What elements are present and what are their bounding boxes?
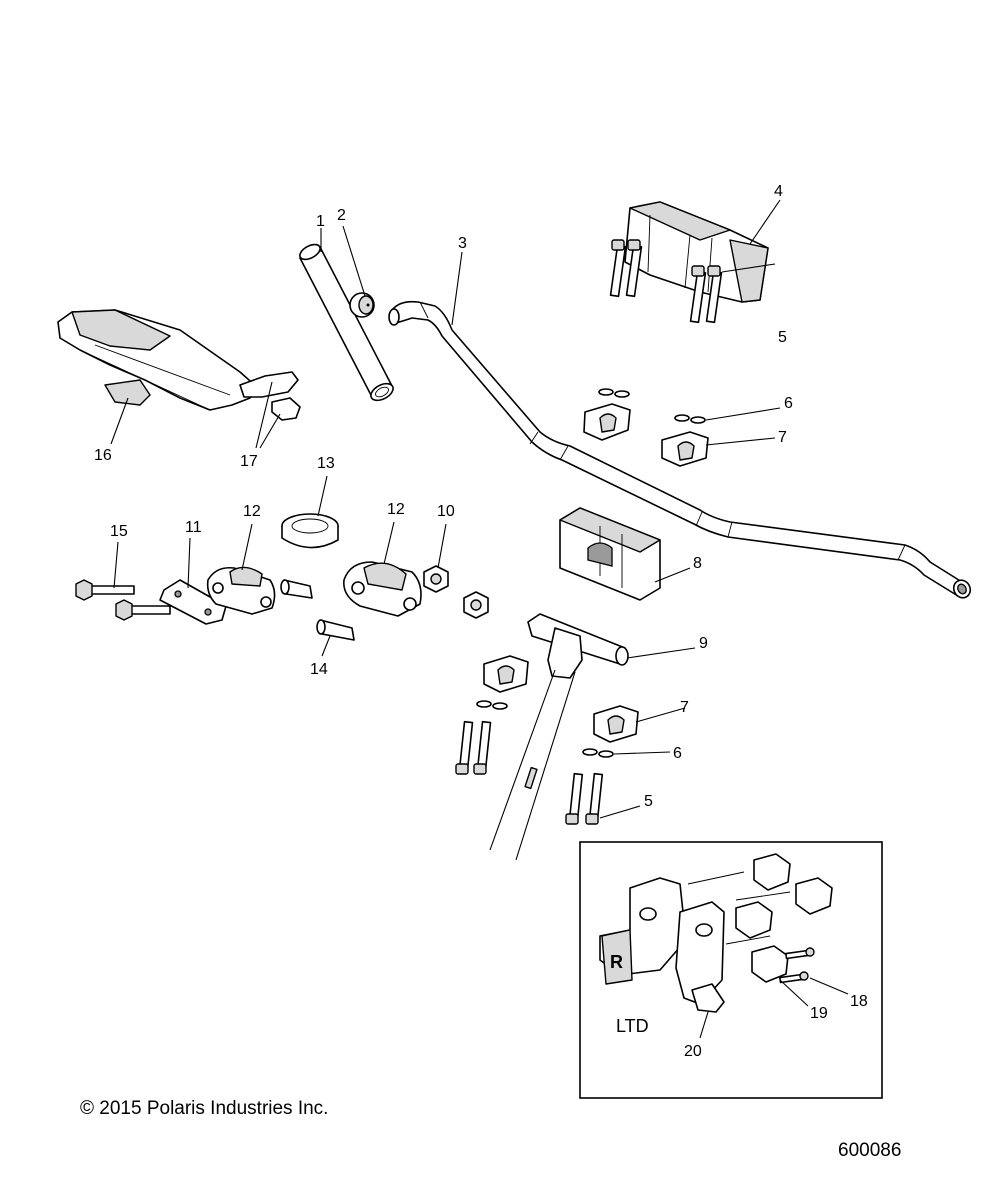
callout-20: 20 — [684, 1043, 702, 1060]
callout-18: 18 — [850, 993, 868, 1010]
callout-labels: 1 2 3 4 5 6 7 8 9 7 6 5 10 11 12 12 13 1… — [94, 183, 868, 1060]
upper-clamps-part-7 — [583, 403, 709, 467]
callout-16: 16 — [94, 447, 112, 464]
ring-part-13 — [281, 513, 339, 549]
drawing-number: 600086 — [838, 1140, 902, 1161]
spacers-part-14 — [280, 579, 355, 641]
callout-4: 4 — [774, 183, 783, 200]
nut-part-10 — [423, 565, 489, 619]
hand-guard-part-16 — [57, 309, 301, 421]
callout-5-upper: 5 — [778, 329, 787, 346]
callout-7-lower: 7 — [680, 699, 689, 716]
lower-clamps-part-7 — [483, 655, 639, 743]
clamp-part-12-left — [206, 566, 276, 615]
callout-3: 3 — [458, 235, 467, 252]
callout-6-upper: 6 — [784, 395, 793, 412]
callout-12-left: 12 — [243, 503, 261, 520]
callout-1: 1 — [316, 213, 325, 230]
callout-13: 13 — [317, 455, 335, 472]
callout-5-lower: 5 — [644, 793, 653, 810]
callout-2: 2 — [337, 207, 346, 224]
lower-washers-part-6 — [476, 700, 614, 758]
inset-label-ltd: LTD — [616, 1016, 649, 1036]
callout-8: 8 — [693, 555, 702, 572]
callout-9: 9 — [699, 635, 708, 652]
risers-clamps-part-19 — [735, 853, 833, 983]
svg-text:R: R — [610, 952, 623, 972]
leader-lines — [110, 199, 849, 1039]
lower-bolts-part-5 — [455, 720, 604, 825]
upper-bolts-part-5 — [609, 239, 723, 324]
callout-17: 17 — [240, 453, 258, 470]
screws-part-18 — [779, 947, 815, 984]
callout-7-upper: 7 — [778, 429, 787, 446]
copyright-text: © 2015 Polaris Industries Inc. — [80, 1098, 329, 1119]
grip-part-1 — [299, 243, 394, 402]
ltd-inset: R — [579, 841, 883, 1099]
handlebar-part-3 — [388, 300, 972, 599]
clamp-part-12-right — [343, 561, 422, 617]
plate-part-11 — [159, 579, 227, 625]
end-plug-part-2 — [349, 292, 375, 318]
callout-15: 15 — [110, 523, 128, 540]
callout-6-lower: 6 — [673, 745, 682, 762]
bolts-part-15 — [75, 579, 171, 621]
callout-14: 14 — [310, 661, 328, 678]
callout-19: 19 — [810, 1005, 828, 1022]
riser-part-20: R — [599, 877, 725, 1013]
callout-12-right: 12 — [387, 501, 405, 518]
callout-10: 10 — [437, 503, 455, 520]
bar-clamp-part-8 — [559, 507, 661, 601]
callout-11: 11 — [185, 519, 202, 536]
upper-washers-part-6 — [598, 388, 706, 424]
mount-tube-part-9 — [489, 613, 629, 861]
